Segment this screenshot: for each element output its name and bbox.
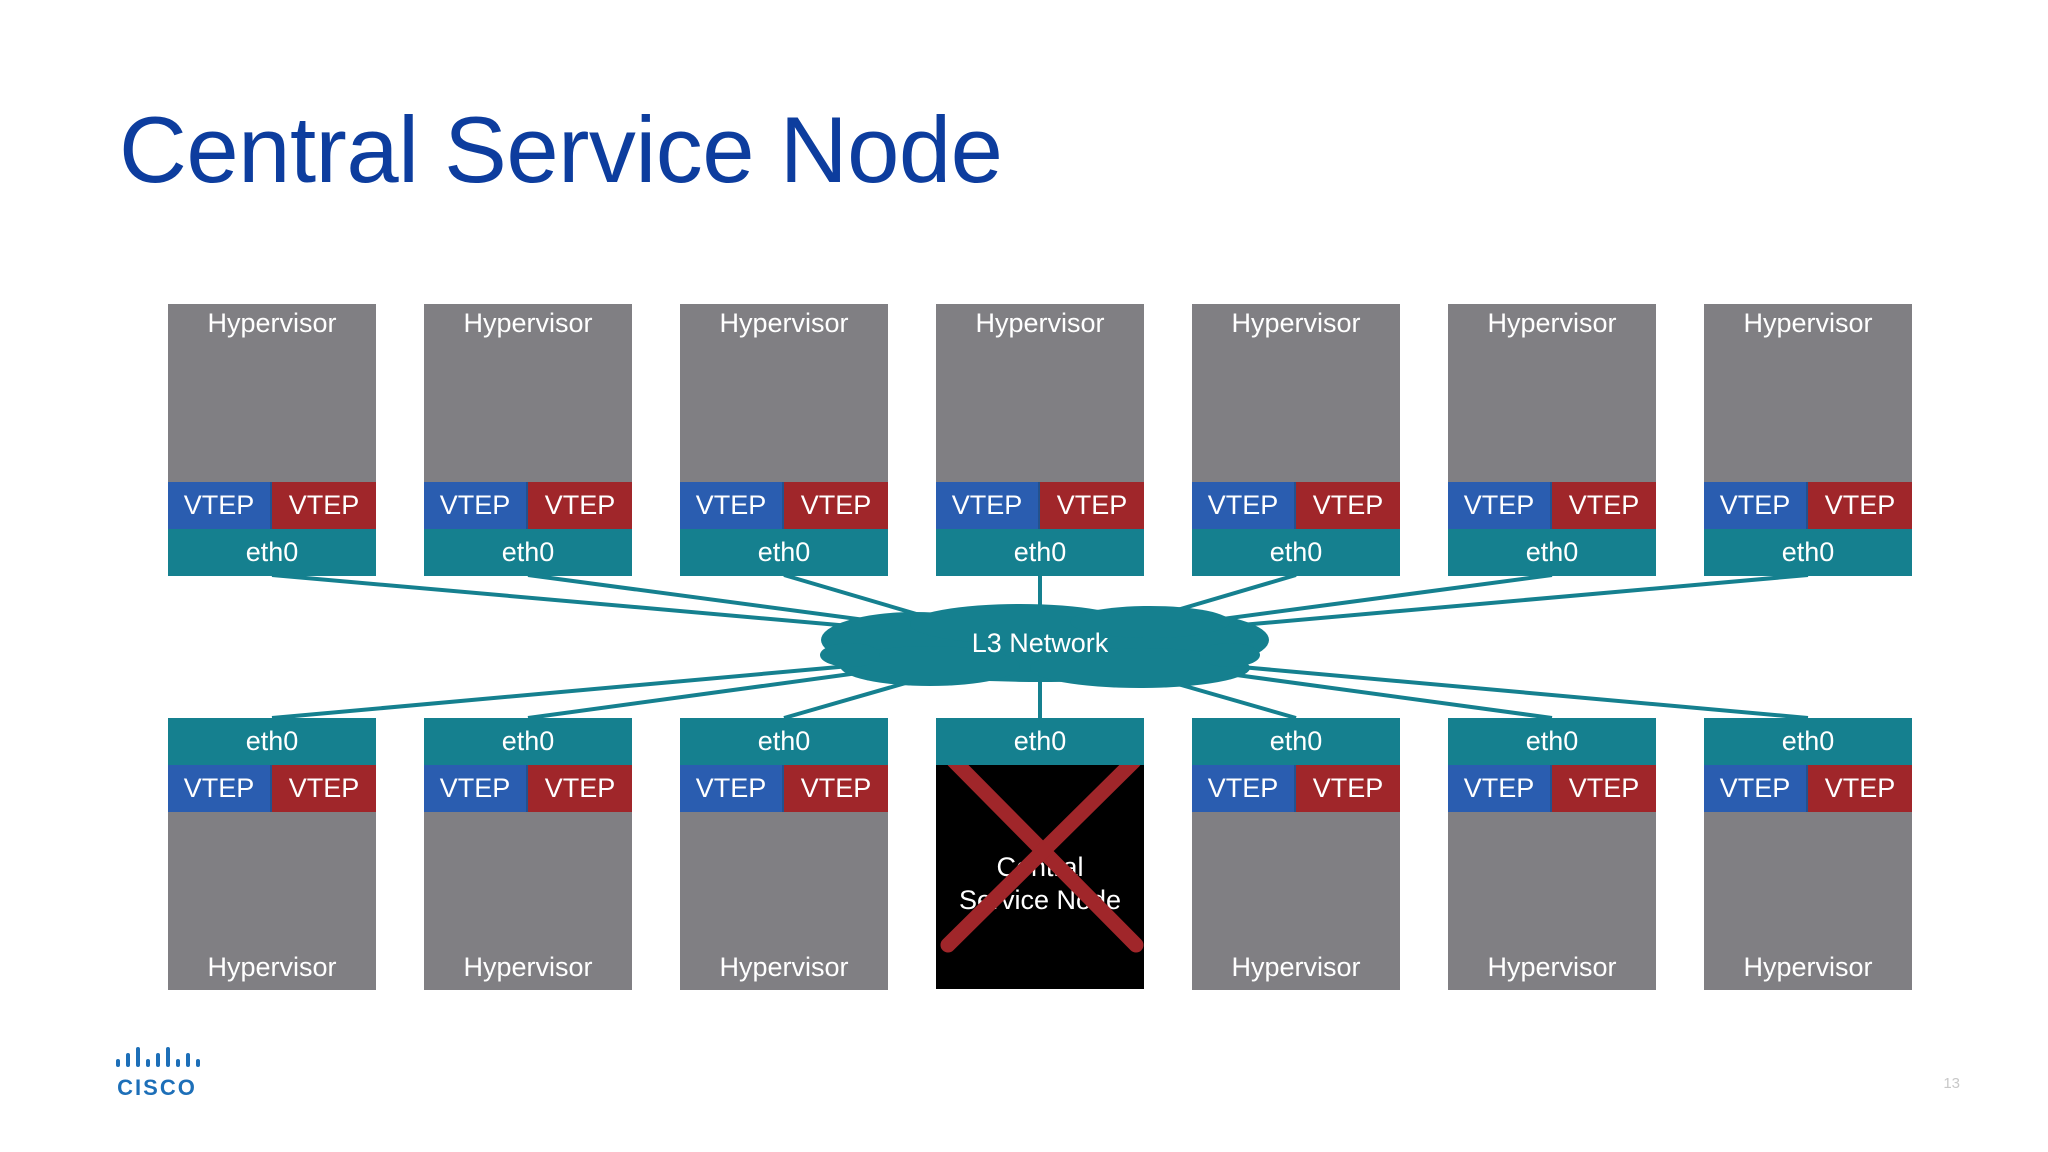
top-host-5: Hypervisor VTEP VTEP eth0: [1192, 304, 1400, 576]
bottom-host-7: eth0 VTEP VTEP Hypervisor: [1704, 718, 1912, 990]
eth0-interface: eth0: [1704, 718, 1912, 765]
l3-network-cloud: [820, 604, 1269, 688]
top-host-3: Hypervisor VTEP VTEP eth0: [680, 304, 888, 576]
vtep-blue: VTEP: [1192, 765, 1296, 812]
bottom-host-2: eth0 VTEP VTEP Hypervisor: [424, 718, 632, 990]
hypervisor-label: Hypervisor: [1487, 308, 1617, 338]
page-number: 13: [1943, 1075, 1960, 1092]
vtep-red: VTEP: [1552, 765, 1656, 812]
hypervisor-label: Hypervisor: [1231, 952, 1361, 982]
cisco-logo: CISCO: [112, 1043, 202, 1101]
vtep-blue: VTEP: [1448, 765, 1552, 812]
l3-network-label: L3 Network: [971, 628, 1109, 658]
hypervisor: [1192, 304, 1400, 482]
vtep-red: VTEP: [1808, 765, 1912, 812]
eth0-interface: eth0: [1448, 529, 1656, 576]
bottom-host-3: eth0 VTEP VTEP Hypervisor: [680, 718, 888, 990]
hypervisor-label: Hypervisor: [463, 952, 593, 982]
hypervisor-label: Hypervisor: [463, 308, 593, 338]
link-bottom-6: [1199, 668, 1553, 720]
top-host-2: Hypervisor VTEP VTEP eth0: [424, 304, 632, 576]
top-host-7: Hypervisor VTEP VTEP eth0: [1704, 304, 1912, 576]
hypervisor: [1704, 304, 1912, 482]
hypervisor-label: Hypervisor: [207, 308, 337, 338]
hypervisor-label: Hypervisor: [719, 952, 849, 982]
vtep-red: VTEP: [528, 482, 632, 529]
eth0-interface: eth0: [1704, 529, 1912, 576]
link-bottom-7: [1229, 664, 1809, 720]
eth0-interface: eth0: [936, 718, 1144, 765]
hypervisor: [1448, 304, 1656, 482]
central-service-node-box: Central Service Node: [936, 765, 1144, 989]
eth0-interface: eth0: [168, 718, 376, 765]
eth0-interface: eth0: [1192, 529, 1400, 576]
bottom-host-5: eth0 VTEP VTEP Hypervisor: [1192, 718, 1400, 990]
link-top-6: [1199, 573, 1553, 624]
vtep-blue: VTEP: [1704, 482, 1808, 529]
link-bottom-1: [271, 664, 851, 720]
bottom-host-1: eth0 VTEP VTEP Hypervisor: [168, 718, 376, 990]
hypervisor: [168, 304, 376, 482]
link-top-1: [271, 573, 851, 628]
slide-title: Central Service Node: [119, 97, 1003, 202]
vtep-blue: VTEP: [424, 765, 528, 812]
vtep-red: VTEP: [1552, 482, 1656, 529]
vtep-red: VTEP: [1296, 482, 1400, 529]
top-host-1: Hypervisor VTEP VTEP eth0: [168, 304, 376, 576]
vtep-blue: VTEP: [680, 482, 784, 529]
vtep-red: VTEP: [1808, 482, 1912, 529]
vtep-blue: VTEP: [168, 482, 272, 529]
hypervisor-label: Hypervisor: [975, 308, 1105, 338]
link-top-2: [527, 573, 881, 624]
hypervisor-label: Hypervisor: [719, 308, 849, 338]
hypervisor: [1448, 812, 1656, 990]
hypervisor-label: Hypervisor: [207, 952, 337, 982]
vtep-blue: VTEP: [1192, 482, 1296, 529]
eth0-interface: eth0: [680, 529, 888, 576]
hypervisor: [168, 812, 376, 990]
hypervisor: [424, 304, 632, 482]
link-top-7: [1229, 573, 1809, 628]
vtep-red: VTEP: [272, 765, 376, 812]
eth0-interface: eth0: [424, 718, 632, 765]
eth0-interface: eth0: [1192, 718, 1400, 765]
hypervisor-label: Hypervisor: [1231, 308, 1361, 338]
vtep-red: VTEP: [784, 765, 888, 812]
vtep-red: VTEP: [784, 482, 888, 529]
cisco-bars-icon: [116, 1047, 200, 1067]
vtep-red: VTEP: [272, 482, 376, 529]
vtep-blue: VTEP: [1704, 765, 1808, 812]
vtep-blue: VTEP: [168, 765, 272, 812]
hypervisor: [1704, 812, 1912, 990]
vtep-blue: VTEP: [1448, 482, 1552, 529]
eth0-interface: eth0: [936, 529, 1144, 576]
hypervisor: [424, 812, 632, 990]
eth0-interface: eth0: [168, 529, 376, 576]
hypervisor: [936, 304, 1144, 482]
hypervisor-label: Hypervisor: [1743, 952, 1873, 982]
hypervisor: [680, 304, 888, 482]
link-bottom-2: [527, 668, 881, 720]
bottom-host-6: eth0 VTEP VTEP Hypervisor: [1448, 718, 1656, 990]
eth0-interface: eth0: [680, 718, 888, 765]
eth0-interface: eth0: [1448, 718, 1656, 765]
hypervisor: [680, 812, 888, 990]
hypervisor-label: Hypervisor: [1743, 308, 1873, 338]
link-top-3: [783, 573, 931, 620]
vtep-red: VTEP: [1040, 482, 1144, 529]
central-service-node: eth0 Central Service Node: [936, 718, 1144, 989]
vtep-blue: VTEP: [680, 765, 784, 812]
vtep-blue: VTEP: [936, 482, 1040, 529]
top-host-6: Hypervisor VTEP VTEP eth0: [1448, 304, 1656, 576]
vtep-red: VTEP: [1296, 765, 1400, 812]
top-host-4: Hypervisor VTEP VTEP eth0: [936, 304, 1144, 576]
failed-x-icon: [940, 765, 1144, 953]
cisco-wordmark: CISCO: [117, 1075, 197, 1100]
hypervisor-label: Hypervisor: [1487, 952, 1617, 982]
vtep-red: VTEP: [528, 765, 632, 812]
hypervisor: [1192, 812, 1400, 990]
eth0-interface: eth0: [424, 529, 632, 576]
vtep-blue: VTEP: [424, 482, 528, 529]
